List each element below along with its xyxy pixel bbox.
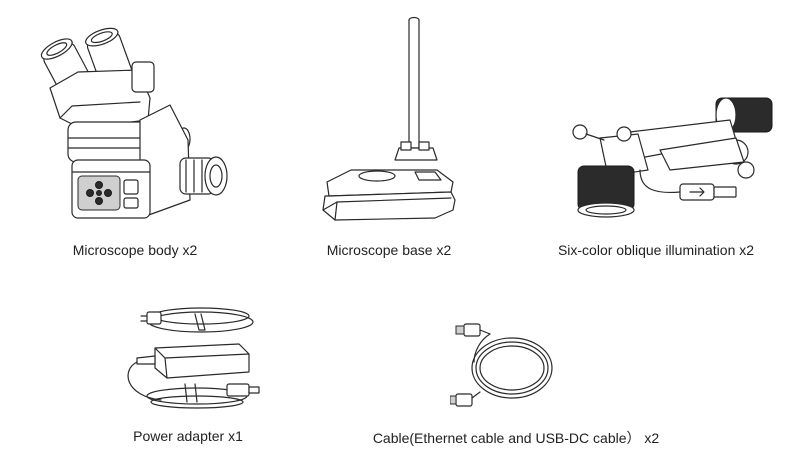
item-label-oblique-illumination: Six-color oblique illumination x2 [557,242,755,258]
microscope-base-icon [315,10,465,225]
cable-icon [450,318,560,418]
item-label-cable: Cable(Ethernet cable and USB-DC cable） x… [372,430,660,446]
item-label-power-adapter: Power adapter x1 [133,428,243,444]
microscope-body-icon [20,10,250,225]
power-adapter-icon [115,300,265,410]
item-label-microscope-body: Microscope body x2 [72,242,198,258]
item-label-microscope-base: Microscope base x2 [326,242,452,258]
oblique-illumination-icon [560,90,780,225]
